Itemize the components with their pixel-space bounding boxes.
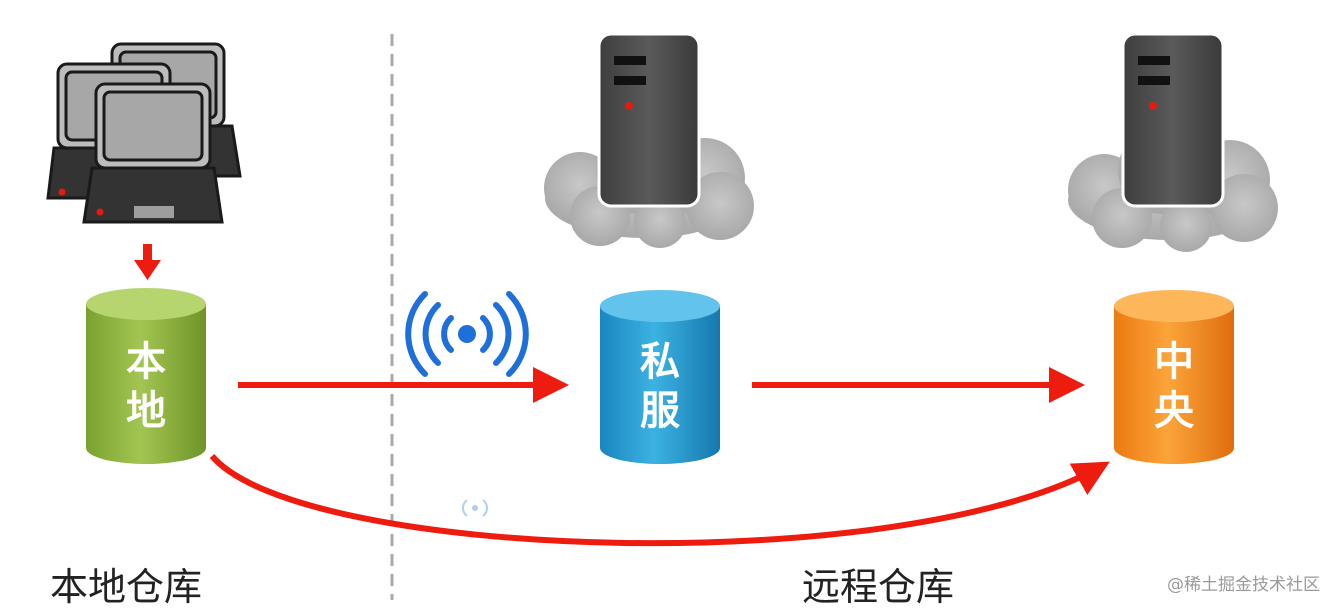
local-repo-label-1: 本 — [126, 339, 166, 385]
local-repo-label-2: 地 — [126, 388, 166, 434]
private-repo-cylinder: 私 服 — [600, 290, 720, 464]
wifi-icon — [405, 291, 529, 377]
server-icon — [1121, 32, 1225, 208]
private-repo-label-2: 服 — [640, 388, 680, 434]
server-icon — [597, 32, 701, 208]
wifi-icon — [462, 499, 488, 517]
private-repo-label-1: 私 — [640, 339, 680, 385]
computers-icon — [46, 42, 242, 224]
down-arrow-icon — [134, 244, 161, 280]
central-repo-label-2: 央 — [1154, 388, 1195, 434]
arrow-local-to-central — [209, 454, 1110, 547]
watermark: @稀土掘金技术社区 — [1167, 575, 1320, 595]
local-repo-cylinder: 本 地 — [86, 288, 206, 464]
remote-repository-caption: 远程仓库 — [802, 565, 955, 609]
central-repo-cylinder: 中 央 — [1114, 290, 1234, 464]
central-repo-label-1: 中 — [1154, 339, 1194, 385]
local-repository-caption: 本地仓库 — [50, 565, 203, 609]
